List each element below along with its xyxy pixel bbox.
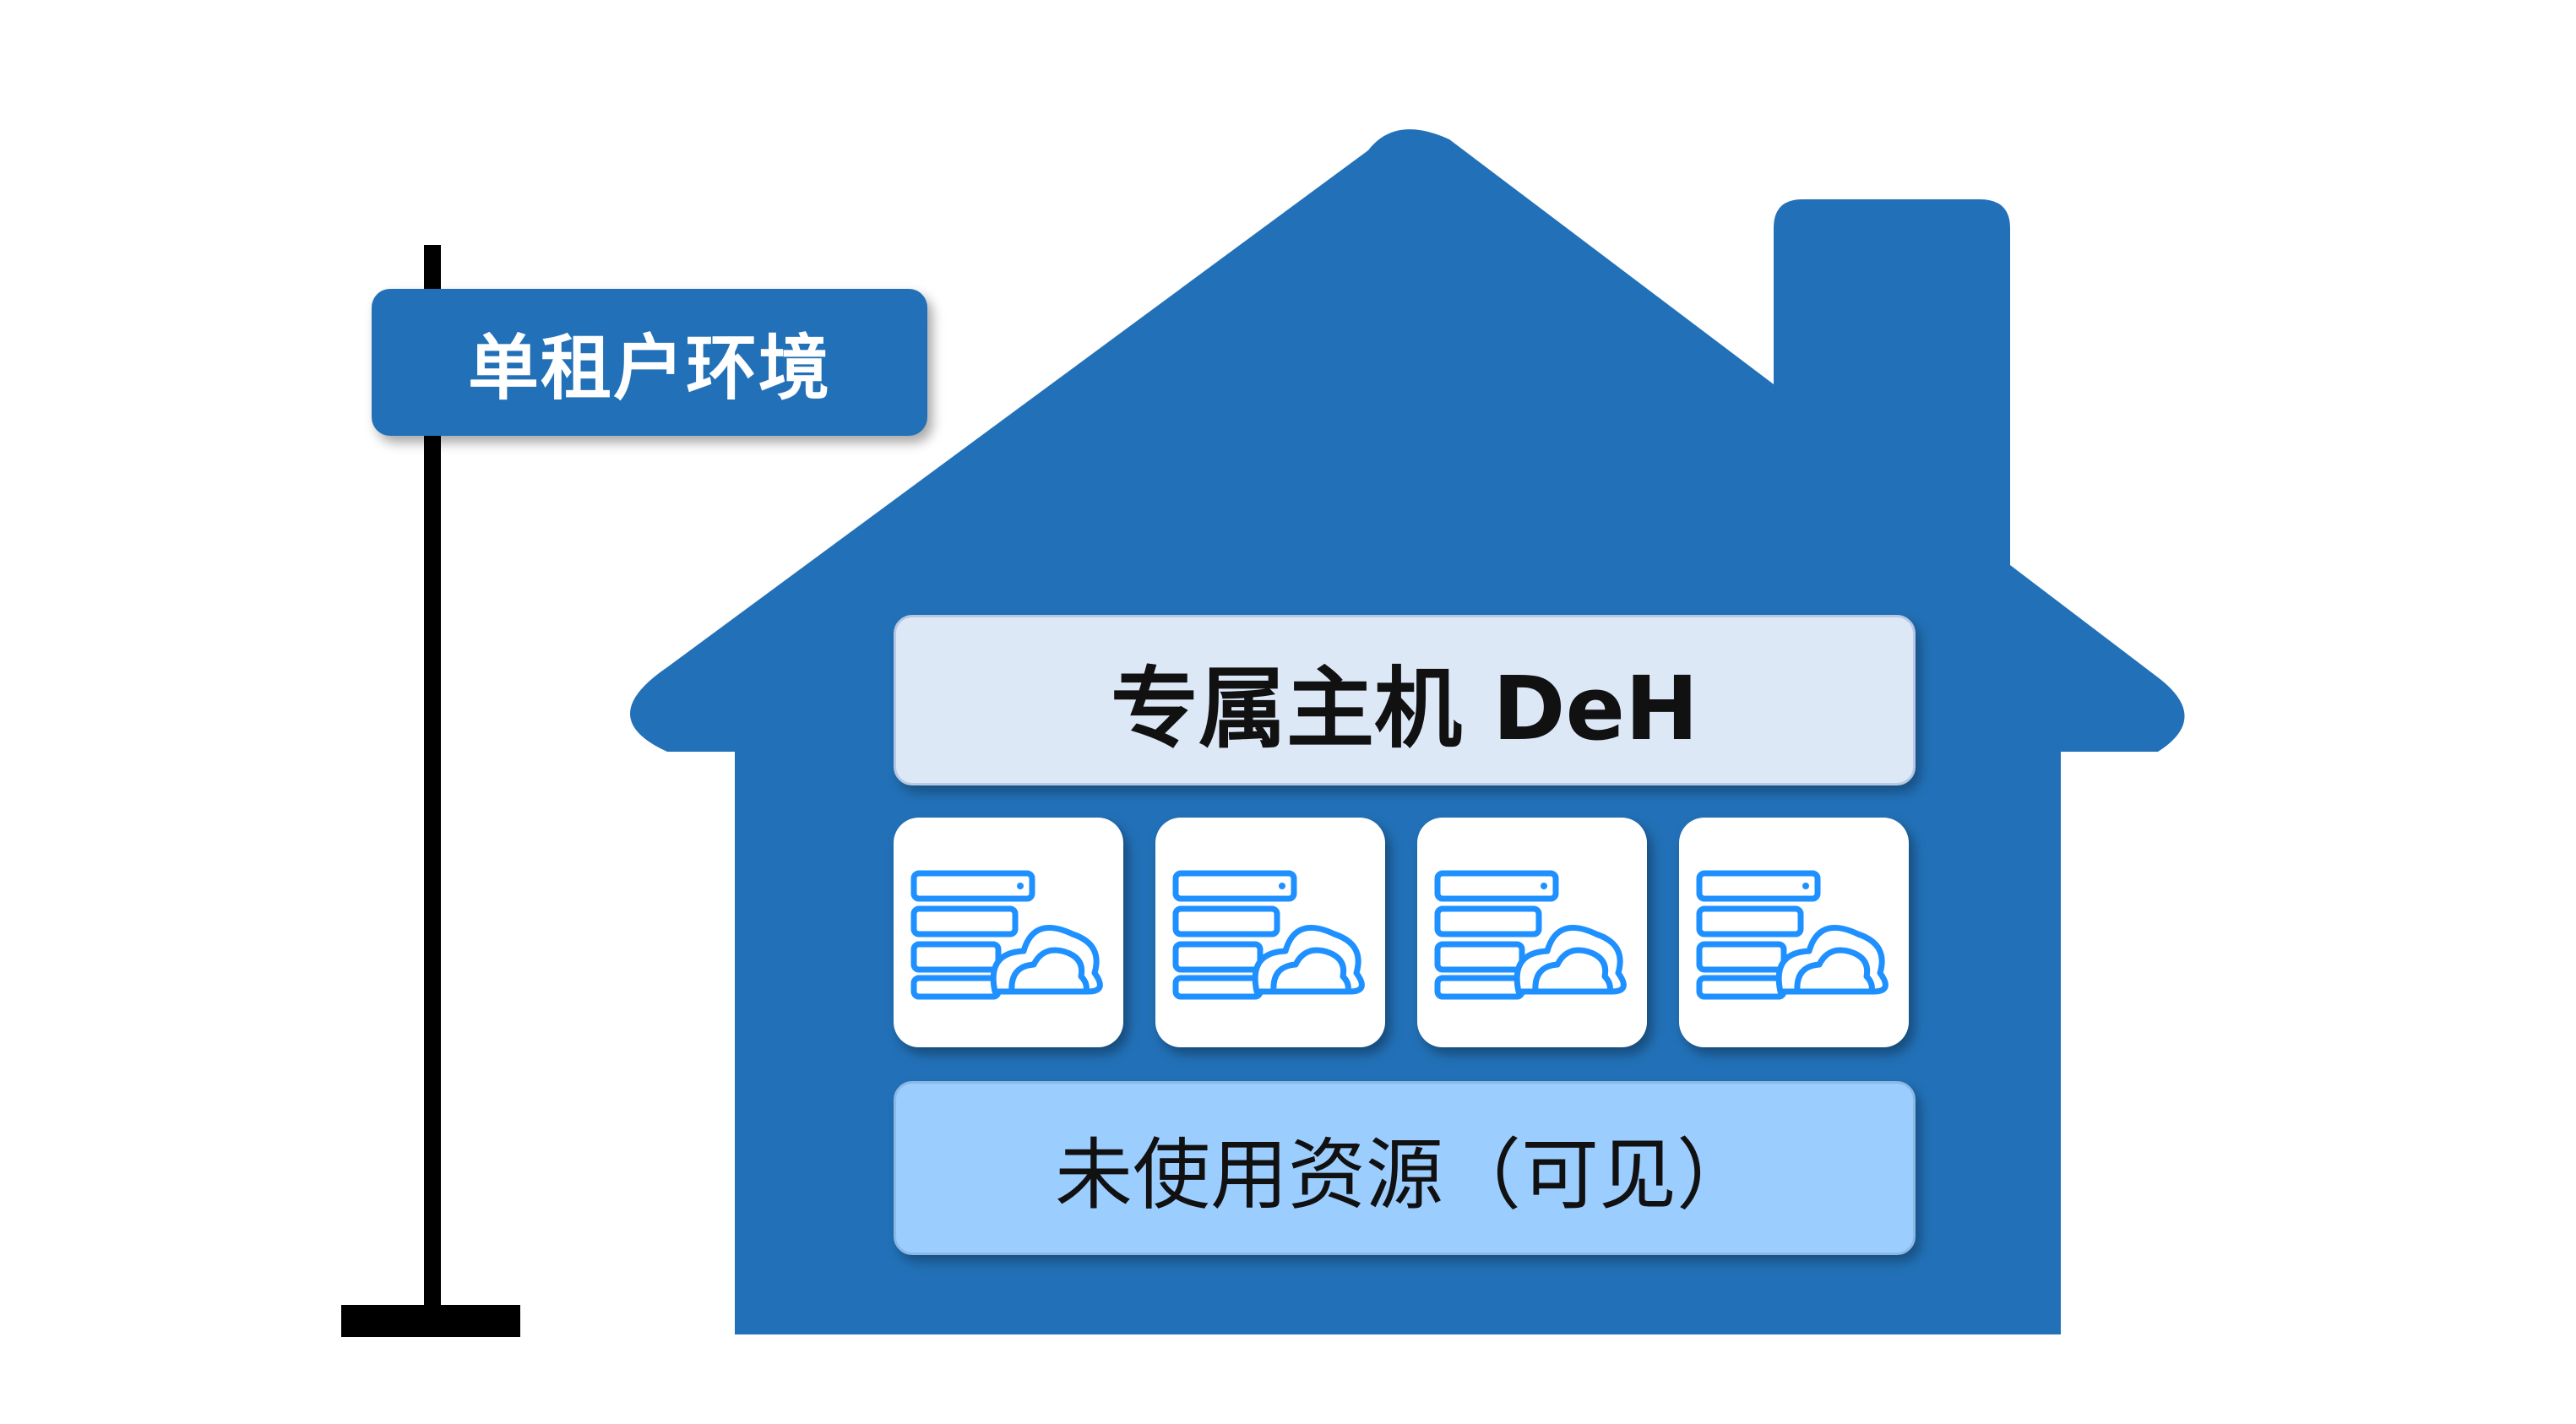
deh-panel-label: 专属主机 DeH — [1110, 656, 1699, 760]
unused-resources-panel: 未使用资源（可见） — [894, 1081, 1916, 1255]
signpost-pole — [424, 245, 441, 1318]
unused-resources-label: 未使用资源（可见） — [1054, 1129, 1754, 1220]
cloud-server-icon — [1431, 865, 1633, 1000]
tenant-sign-label: 单租户环境 — [467, 326, 831, 410]
deh-panel: 专属主机 DeH — [894, 615, 1916, 785]
cloud-server-icon — [1693, 865, 1895, 1000]
host-card-3 — [1417, 818, 1647, 1047]
host-card-1 — [894, 818, 1123, 1047]
tenant-sign: 单租户环境 — [372, 289, 927, 436]
cloud-server-icon — [1169, 865, 1372, 1000]
host-card-2 — [1155, 818, 1385, 1047]
signpost-base — [341, 1305, 520, 1337]
host-card-4 — [1679, 818, 1909, 1047]
cloud-server-icon — [907, 865, 1110, 1000]
